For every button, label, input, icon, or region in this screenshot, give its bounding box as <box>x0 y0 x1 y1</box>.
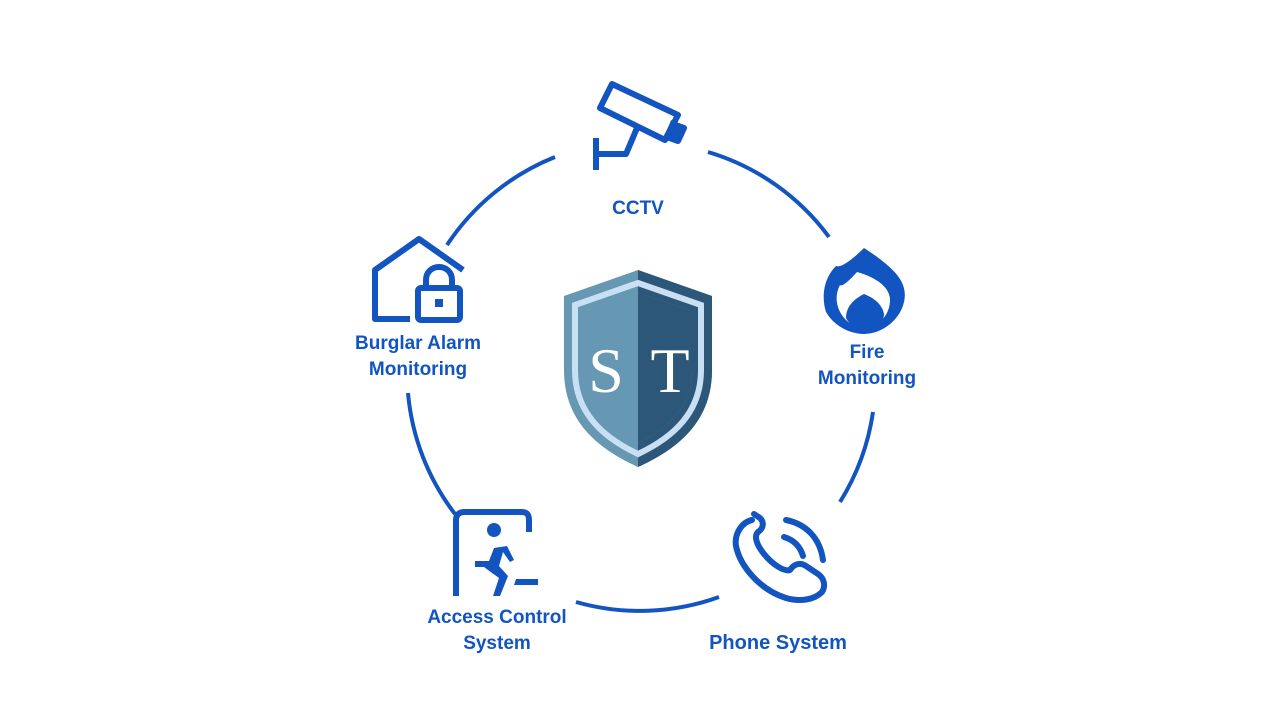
logo-letter-s: S <box>588 335 624 406</box>
logo-letter-t: T <box>650 335 689 406</box>
node-label-burglar: Burglar Alarm Monitoring <box>355 331 481 383</box>
node-label-fire: Fire Monitoring <box>818 340 916 392</box>
node-label-fire-line2: Monitoring <box>817 368 917 389</box>
cctv-camera-icon <box>593 81 687 170</box>
arc-fire-phone <box>838 411 875 504</box>
node-label-phone: Phone System <box>709 632 847 654</box>
node-label-access: Access Control System <box>427 605 566 657</box>
arc-burglar-cctv <box>445 155 556 247</box>
node-label-access-line2: System <box>463 633 531 654</box>
flame-icon <box>823 248 905 334</box>
emergency-exit-icon <box>453 509 538 596</box>
arc-phone-access <box>575 595 720 613</box>
phone-ringing-icon <box>732 511 828 603</box>
shield-logo <box>564 270 712 467</box>
node-label-access-line1: Access Control <box>427 607 567 628</box>
arc-cctv-fire <box>707 150 831 239</box>
node-label-fire-line1: Fire <box>849 342 885 363</box>
node-label-cctv: CCTV <box>612 198 664 219</box>
node-label-burglar-line2: Monitoring <box>368 359 468 380</box>
node-label-burglar-line1: Burglar Alarm <box>355 333 481 354</box>
house-lock-icon <box>372 236 465 323</box>
arc-access-burglar <box>406 392 457 516</box>
